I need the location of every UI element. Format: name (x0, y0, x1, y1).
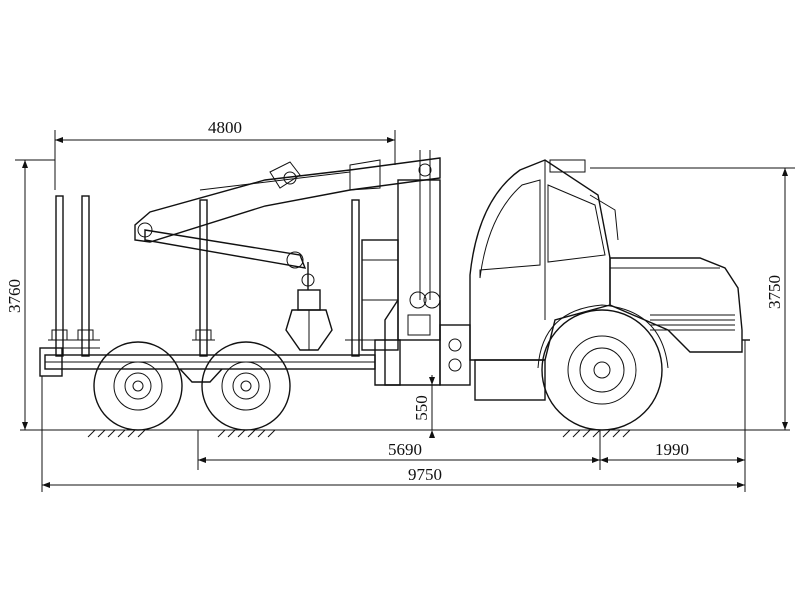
dim-overall-length-label: 9750 (408, 465, 442, 484)
dim-height-right-label: 3750 (765, 275, 784, 309)
grapple (285, 262, 333, 351)
bunk-stakes (48, 195, 368, 357)
dim-front-overhang: 1990 (600, 440, 745, 463)
dim-boom-reach: 4800 (54, 118, 396, 190)
dim-ground-clearance-label: 550 (412, 395, 431, 421)
crane-stick (144, 229, 307, 269)
dim-front-overhang-label: 1990 (655, 440, 689, 459)
dim-height-left-label: 3760 (5, 279, 24, 313)
ground-line (20, 429, 790, 438)
cab (469, 159, 619, 361)
dim-boom-reach-label: 4800 (208, 118, 242, 137)
front-wheel (537, 304, 669, 431)
engine-hood (609, 257, 750, 353)
articulation-joint (439, 324, 546, 401)
dim-ground-clearance: 550 (412, 375, 455, 438)
crane-boom (134, 157, 441, 243)
dim-height-left: 3760 (5, 159, 55, 430)
dim-overall-length: 9750 (41, 376, 745, 492)
dim-wheelbase: 5690 (197, 340, 746, 492)
dim-height-right: 3750 (590, 167, 795, 430)
dim-wheelbase-label: 5690 (388, 440, 422, 459)
crane-column (361, 150, 441, 386)
rear-frame (39, 339, 401, 386)
